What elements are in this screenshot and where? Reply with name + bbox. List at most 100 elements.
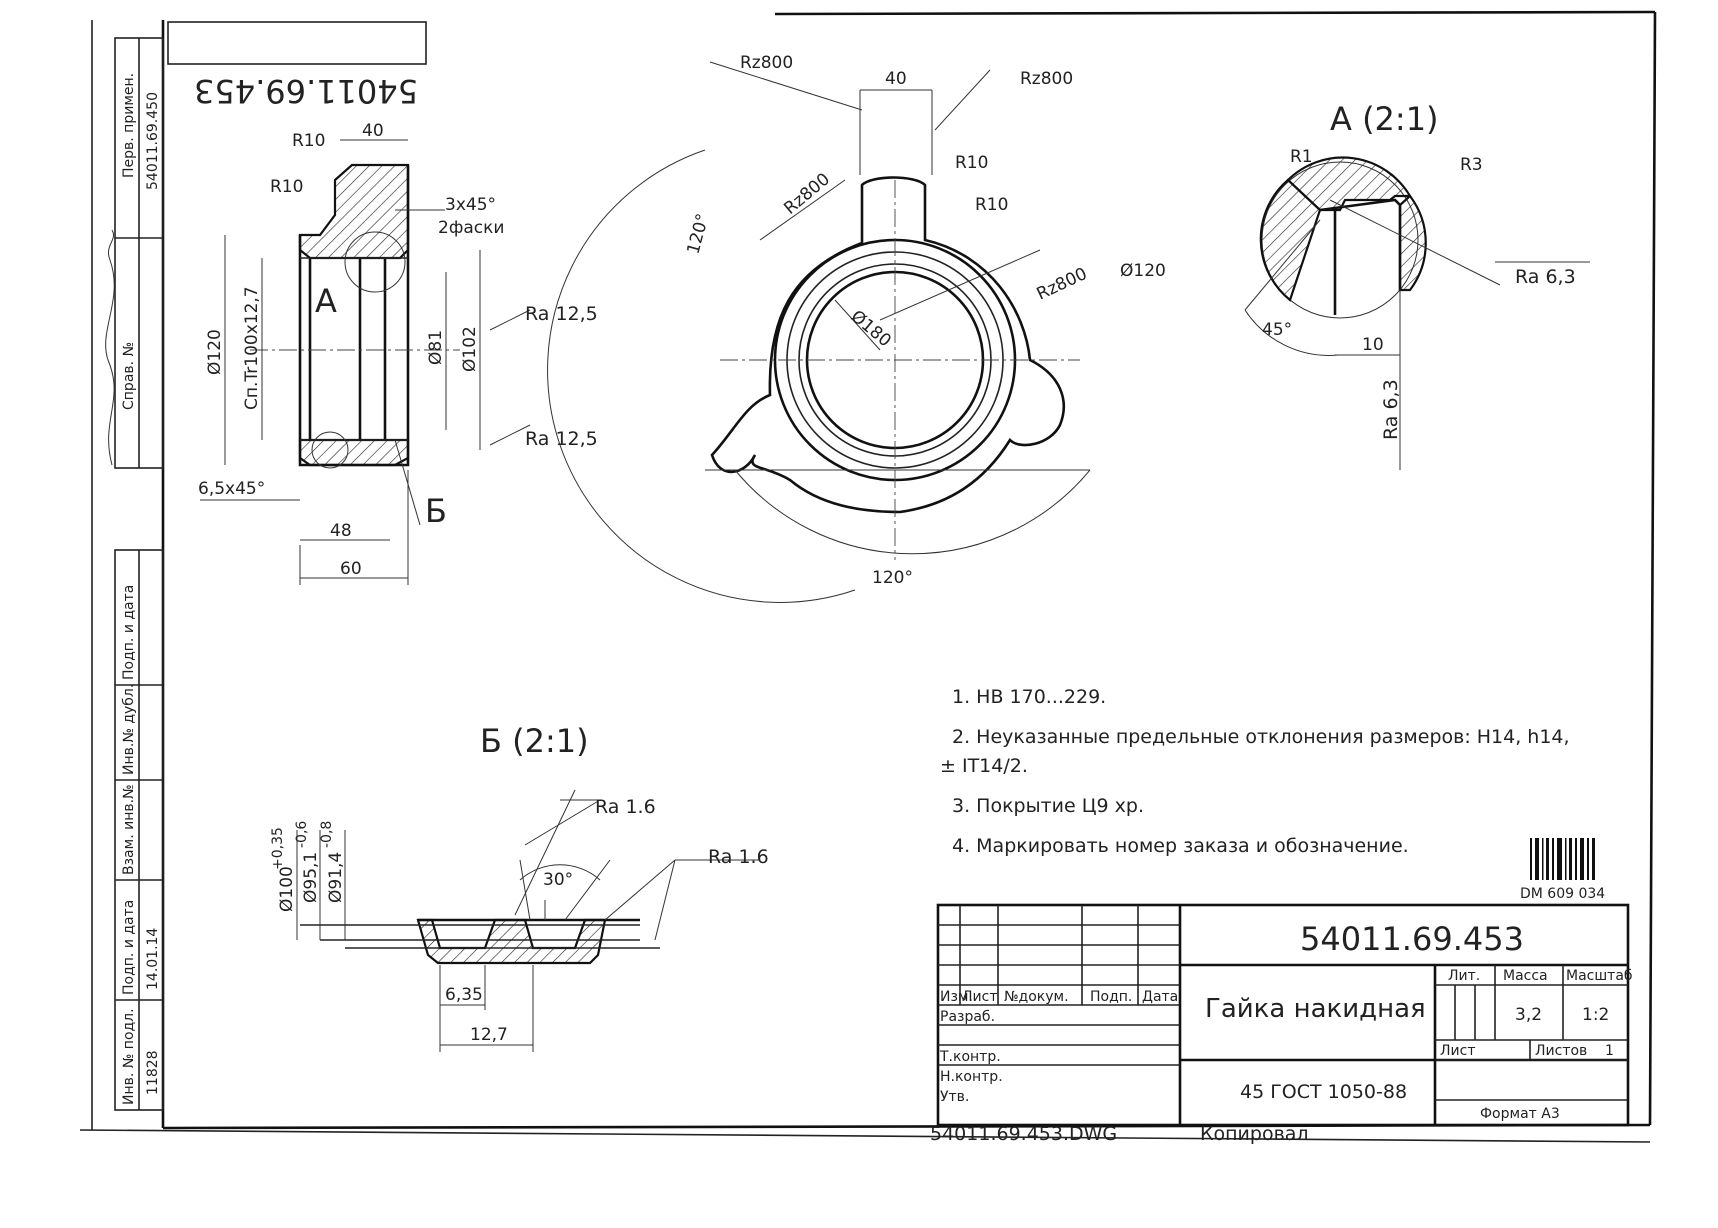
part-name: Гайка накидная [1205,994,1426,1024]
detail-label-a: А [315,282,337,320]
detail-b-d95-tol: -0,6 [294,821,310,848]
footer-copy: Копировал [1200,1123,1309,1145]
scale-value: 1:2 [1582,1005,1609,1025]
barcode: DM 609 034 [1520,838,1605,902]
scale-label: Масштаб [1566,968,1633,984]
mirrored-designation-box: 54011.69.453 [167,21,427,110]
mass-value: 3,2 [1515,1005,1542,1025]
detail-b-view [296,789,760,1052]
detail-b-d91-tol: -0,8 [319,821,335,848]
sheets-value: 1 [1605,1043,1614,1059]
technical-notes: 1. НВ 170...229. 2. Неуказанные предельн… [940,686,1570,857]
detail-b-ra-2: Ra 1.6 [708,846,769,868]
front-d120: Ø120 [1120,261,1166,281]
first-use-label: Перв. примен. [121,73,137,178]
section-view-labels: R10 40 R10 3x45° 2фаски Ø120 Сп.Tr100x12… [198,121,598,579]
col-change: Изм. [940,989,973,1005]
material: 45 ГОСТ 1050-88 [1240,1081,1407,1103]
section-dim-d81: Ø81 [426,330,446,365]
note-1: 1. НВ 170...229. [952,686,1106,708]
row-tcontr: Т.контр. [939,1049,1001,1065]
detail-b-ra-1: Ra 1.6 [595,796,656,818]
row-dev: Разраб. [940,1009,995,1025]
front-rz800-top-left: Rz800 [740,53,793,73]
detail-a-r1: R1 [1290,147,1313,167]
detail-b-d95: Ø95,1 [301,852,321,903]
section-dim-thread: Сп.Tr100x12,7 [242,286,262,410]
detail-b-angle: 30° [543,870,573,890]
detail-a-labels: А (2:1) R1 R3 Ra 6,3 45° 10 Ra 6,3 [1262,100,1576,440]
section-dim-d120: Ø120 [205,329,225,375]
replace-inv-label: Взам. инв.№ [121,784,137,875]
note-2-cont: ± IT14/2. [940,755,1028,777]
front-r10-top: R10 [955,153,988,173]
section-dim-48: 48 [330,521,352,541]
note-3: 3. Покрытие Ц9 хр. [952,795,1144,817]
section-dim-40: 40 [362,121,384,141]
section-dim-chamfer: 3x45° [445,195,496,215]
note-2: 2. Неуказанные предельные отклонения раз… [952,726,1570,748]
detail-a-dim-10: 10 [1362,335,1384,355]
detail-b-dim-635: 6,35 [445,985,483,1005]
sign-date-value: 14.01.14 [145,928,161,990]
sign-date-label: Подп. и дата [121,900,137,995]
handwritten-signature [105,229,115,466]
mirrored-designation: 54011.69.453 [194,72,418,110]
detail-a-r3: R3 [1460,155,1483,175]
detail-b-dim-127: 12,7 [470,1025,508,1045]
section-ra-1: Ra 12,5 [525,303,598,325]
first-use-value: 54011.69.450 [145,92,161,190]
front-angle-120-left: 120° [684,212,714,257]
section-ra-2: Ra 12,5 [525,428,598,450]
detail-b-d100: Ø100 [277,866,297,912]
sheet-label: Лист [1440,1043,1475,1059]
section-dim-chamfer-count: 2фаски [438,218,504,238]
footer: 54011.69.453.DWG Копировал [930,1123,1309,1145]
lit-label: Лит. [1448,968,1480,984]
title-block: 54011.69.453 Гайка накидная 45 ГОСТ 1050… [936,903,1633,1127]
row-ncontr: Н.контр. [940,1069,1003,1085]
dup-inv-label: Инв.№ дубл. [121,684,137,775]
section-dim-r10: R10 [270,177,303,197]
sheets-label: Листов [1535,1043,1587,1059]
front-angle-120-bottom: 120° [872,568,913,588]
front-view [547,61,1091,603]
signature-date-label-top: Подп. и дата [121,585,137,680]
section-dim-chamfer-b: 6,5x45° [198,479,265,499]
section-dim-d102: Ø102 [460,326,480,372]
barcode-caption: DM 609 034 [1520,886,1605,902]
detail-a-title: А (2:1) [1330,100,1439,138]
front-r10-right: R10 [975,195,1008,215]
mass-label: Масса [1503,968,1548,984]
ref-no-label: Справ. № [121,342,137,410]
format-label: Формат А3 [1480,1106,1560,1122]
col-sign: Подп. [1090,989,1132,1005]
front-rz800-center: Rz800 [1034,264,1091,305]
side-stamp: Перв. примен. 54011.69.450 Справ. № Подп… [105,37,164,1111]
detail-a-ra-2: Ra 6,3 [1380,379,1402,440]
section-view [200,139,531,585]
col-date: Дата [1142,989,1178,1005]
orig-inv-value: 11828 [145,1050,161,1095]
footer-file: 54011.69.453.DWG [930,1123,1117,1145]
detail-b-labels: Б (2:1) Ra 1.6 Ra 1.6 30° Ø100 +0,35 Ø95… [270,722,769,1045]
detail-label-b: Б [425,492,447,530]
note-4: 4. Маркировать номер заказа и обозначени… [952,835,1409,857]
col-doc: №докум. [1004,989,1069,1005]
col-sheet: Лист [962,989,997,1005]
detail-a-ra-1: Ra 6,3 [1515,266,1576,288]
section-dim-r10-top: R10 [292,131,325,151]
front-rz800-top-right: Rz800 [1020,69,1073,89]
detail-b-d100-tol: +0,35 [270,827,286,870]
row-approve: Утв. [940,1089,969,1105]
detail-a-view [1244,156,1590,470]
front-d180: Ø180 [847,307,895,352]
drawing-designation: 54011.69.453 [1300,920,1524,958]
detail-a-angle: 45° [1262,320,1292,340]
detail-b-title: Б (2:1) [480,722,589,760]
section-dim-60: 60 [340,559,362,579]
detail-b-d91: Ø91,4 [326,852,346,903]
front-dim-40: 40 [885,69,907,89]
orig-inv-label: Инв. № подл. [121,1008,137,1105]
